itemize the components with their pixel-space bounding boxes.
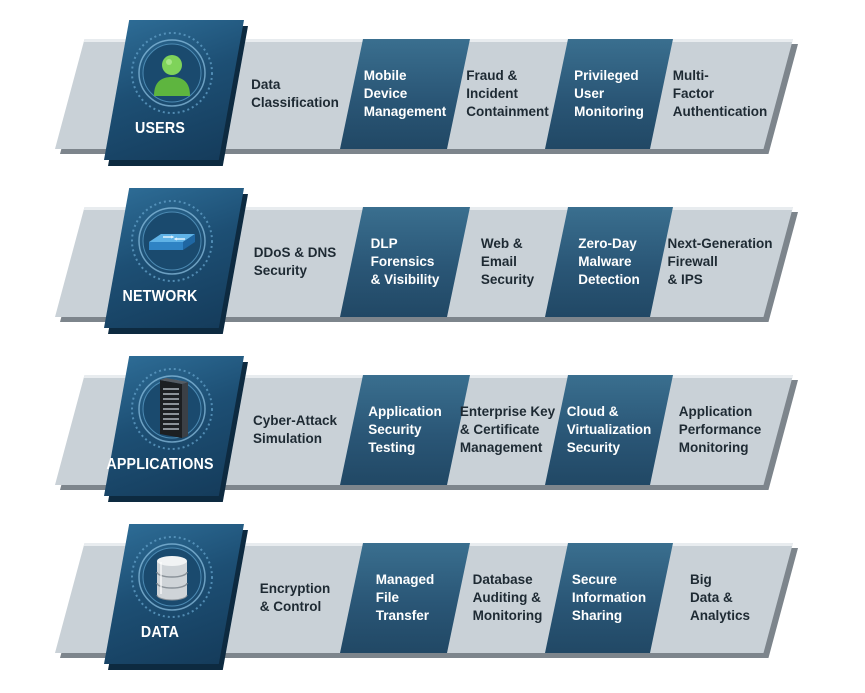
item-label: Encryption & Control bbox=[259, 581, 331, 614]
database-icon bbox=[129, 534, 215, 620]
item-enterprise-key-certificate-management: Enterprise Key & Certificate Management bbox=[450, 375, 565, 485]
item-label: DDoS & DNS Security bbox=[253, 245, 337, 278]
item-secure-information-sharing: Secure Information Sharing bbox=[545, 543, 673, 653]
item-web-email-security: Web & Email Security bbox=[450, 207, 565, 317]
item-label: Cloud & Virtualization Security bbox=[566, 404, 652, 455]
item-label: Big Data & Analytics bbox=[689, 572, 751, 623]
user-icon bbox=[129, 30, 215, 116]
item-database-auditing-monitoring: Database Auditing & Monitoring bbox=[450, 543, 565, 653]
item-label: Fraud & Incident Containment bbox=[466, 68, 549, 119]
item-label: DLP Forensics & Visibility bbox=[370, 236, 440, 287]
item-label: Application Security Testing bbox=[368, 404, 442, 455]
item-data-classification: Data Classification bbox=[230, 39, 360, 149]
item-label: Zero-Day Malware Detection bbox=[578, 236, 640, 287]
category-label: DATA bbox=[140, 624, 180, 641]
network-switch-icon bbox=[129, 198, 215, 284]
item-label: Web & Email Security bbox=[480, 236, 535, 287]
item-next-generation-firewall: Next-Generation Firewall & IPS bbox=[655, 207, 785, 317]
item-mobile-device-management: Mobile Device Management bbox=[340, 39, 470, 149]
item-label: Enterprise Key & Certificate Management bbox=[459, 404, 556, 455]
item-label: Cyber-Attack Simulation bbox=[252, 413, 338, 446]
item-label: Managed File Transfer bbox=[375, 572, 435, 623]
item-label: Application Performance Monitoring bbox=[678, 404, 762, 455]
item-label: Data Classification bbox=[251, 77, 339, 110]
row-data: Encryption & Control Managed File Transf… bbox=[0, 522, 865, 672]
item-label: Privileged User Monitoring bbox=[574, 68, 644, 119]
item-application-security-testing: Application Security Testing bbox=[340, 375, 470, 485]
item-label: Secure Information Sharing bbox=[571, 572, 647, 623]
item-label: Next-Generation Firewall & IPS bbox=[667, 236, 773, 287]
category-label: APPLICATIONS bbox=[106, 456, 214, 473]
item-managed-file-transfer: Managed File Transfer bbox=[340, 543, 470, 653]
item-application-performance-monitoring: Application Performance Monitoring bbox=[655, 375, 785, 485]
item-encryption-control: Encryption & Control bbox=[230, 543, 360, 653]
category-label: NETWORK bbox=[122, 288, 198, 305]
row-applications: Cyber-Attack Simulation Application Secu… bbox=[0, 354, 865, 504]
item-dlp-forensics-visibility: DLP Forensics & Visibility bbox=[340, 207, 470, 317]
item-label: Mobile Device Management bbox=[363, 68, 447, 119]
server-rack-icon bbox=[129, 366, 215, 452]
item-big-data-analytics: Big Data & Analytics bbox=[655, 543, 785, 653]
item-privileged-user-monitoring: Privileged User Monitoring bbox=[545, 39, 673, 149]
item-ddos-dns-security: DDoS & DNS Security bbox=[230, 207, 360, 317]
item-fraud-incident-containment: Fraud & Incident Containment bbox=[450, 39, 565, 149]
item-cloud-virtualization-security: Cloud & Virtualization Security bbox=[545, 375, 673, 485]
item-zero-day-malware-detection: Zero-Day Malware Detection bbox=[545, 207, 673, 317]
item-multi-factor-authentication: Multi- Factor Authentication bbox=[655, 39, 785, 149]
item-cyber-attack-simulation: Cyber-Attack Simulation bbox=[230, 375, 360, 485]
row-network: DDoS & DNS Security DLP Forensics & Visi… bbox=[0, 186, 865, 336]
item-label: Multi- Factor Authentication bbox=[672, 68, 768, 119]
row-users: Data Classification Mobile Device Manage… bbox=[0, 18, 865, 168]
category-label: USERS bbox=[134, 120, 186, 137]
item-label: Database Auditing & Monitoring bbox=[472, 572, 543, 623]
